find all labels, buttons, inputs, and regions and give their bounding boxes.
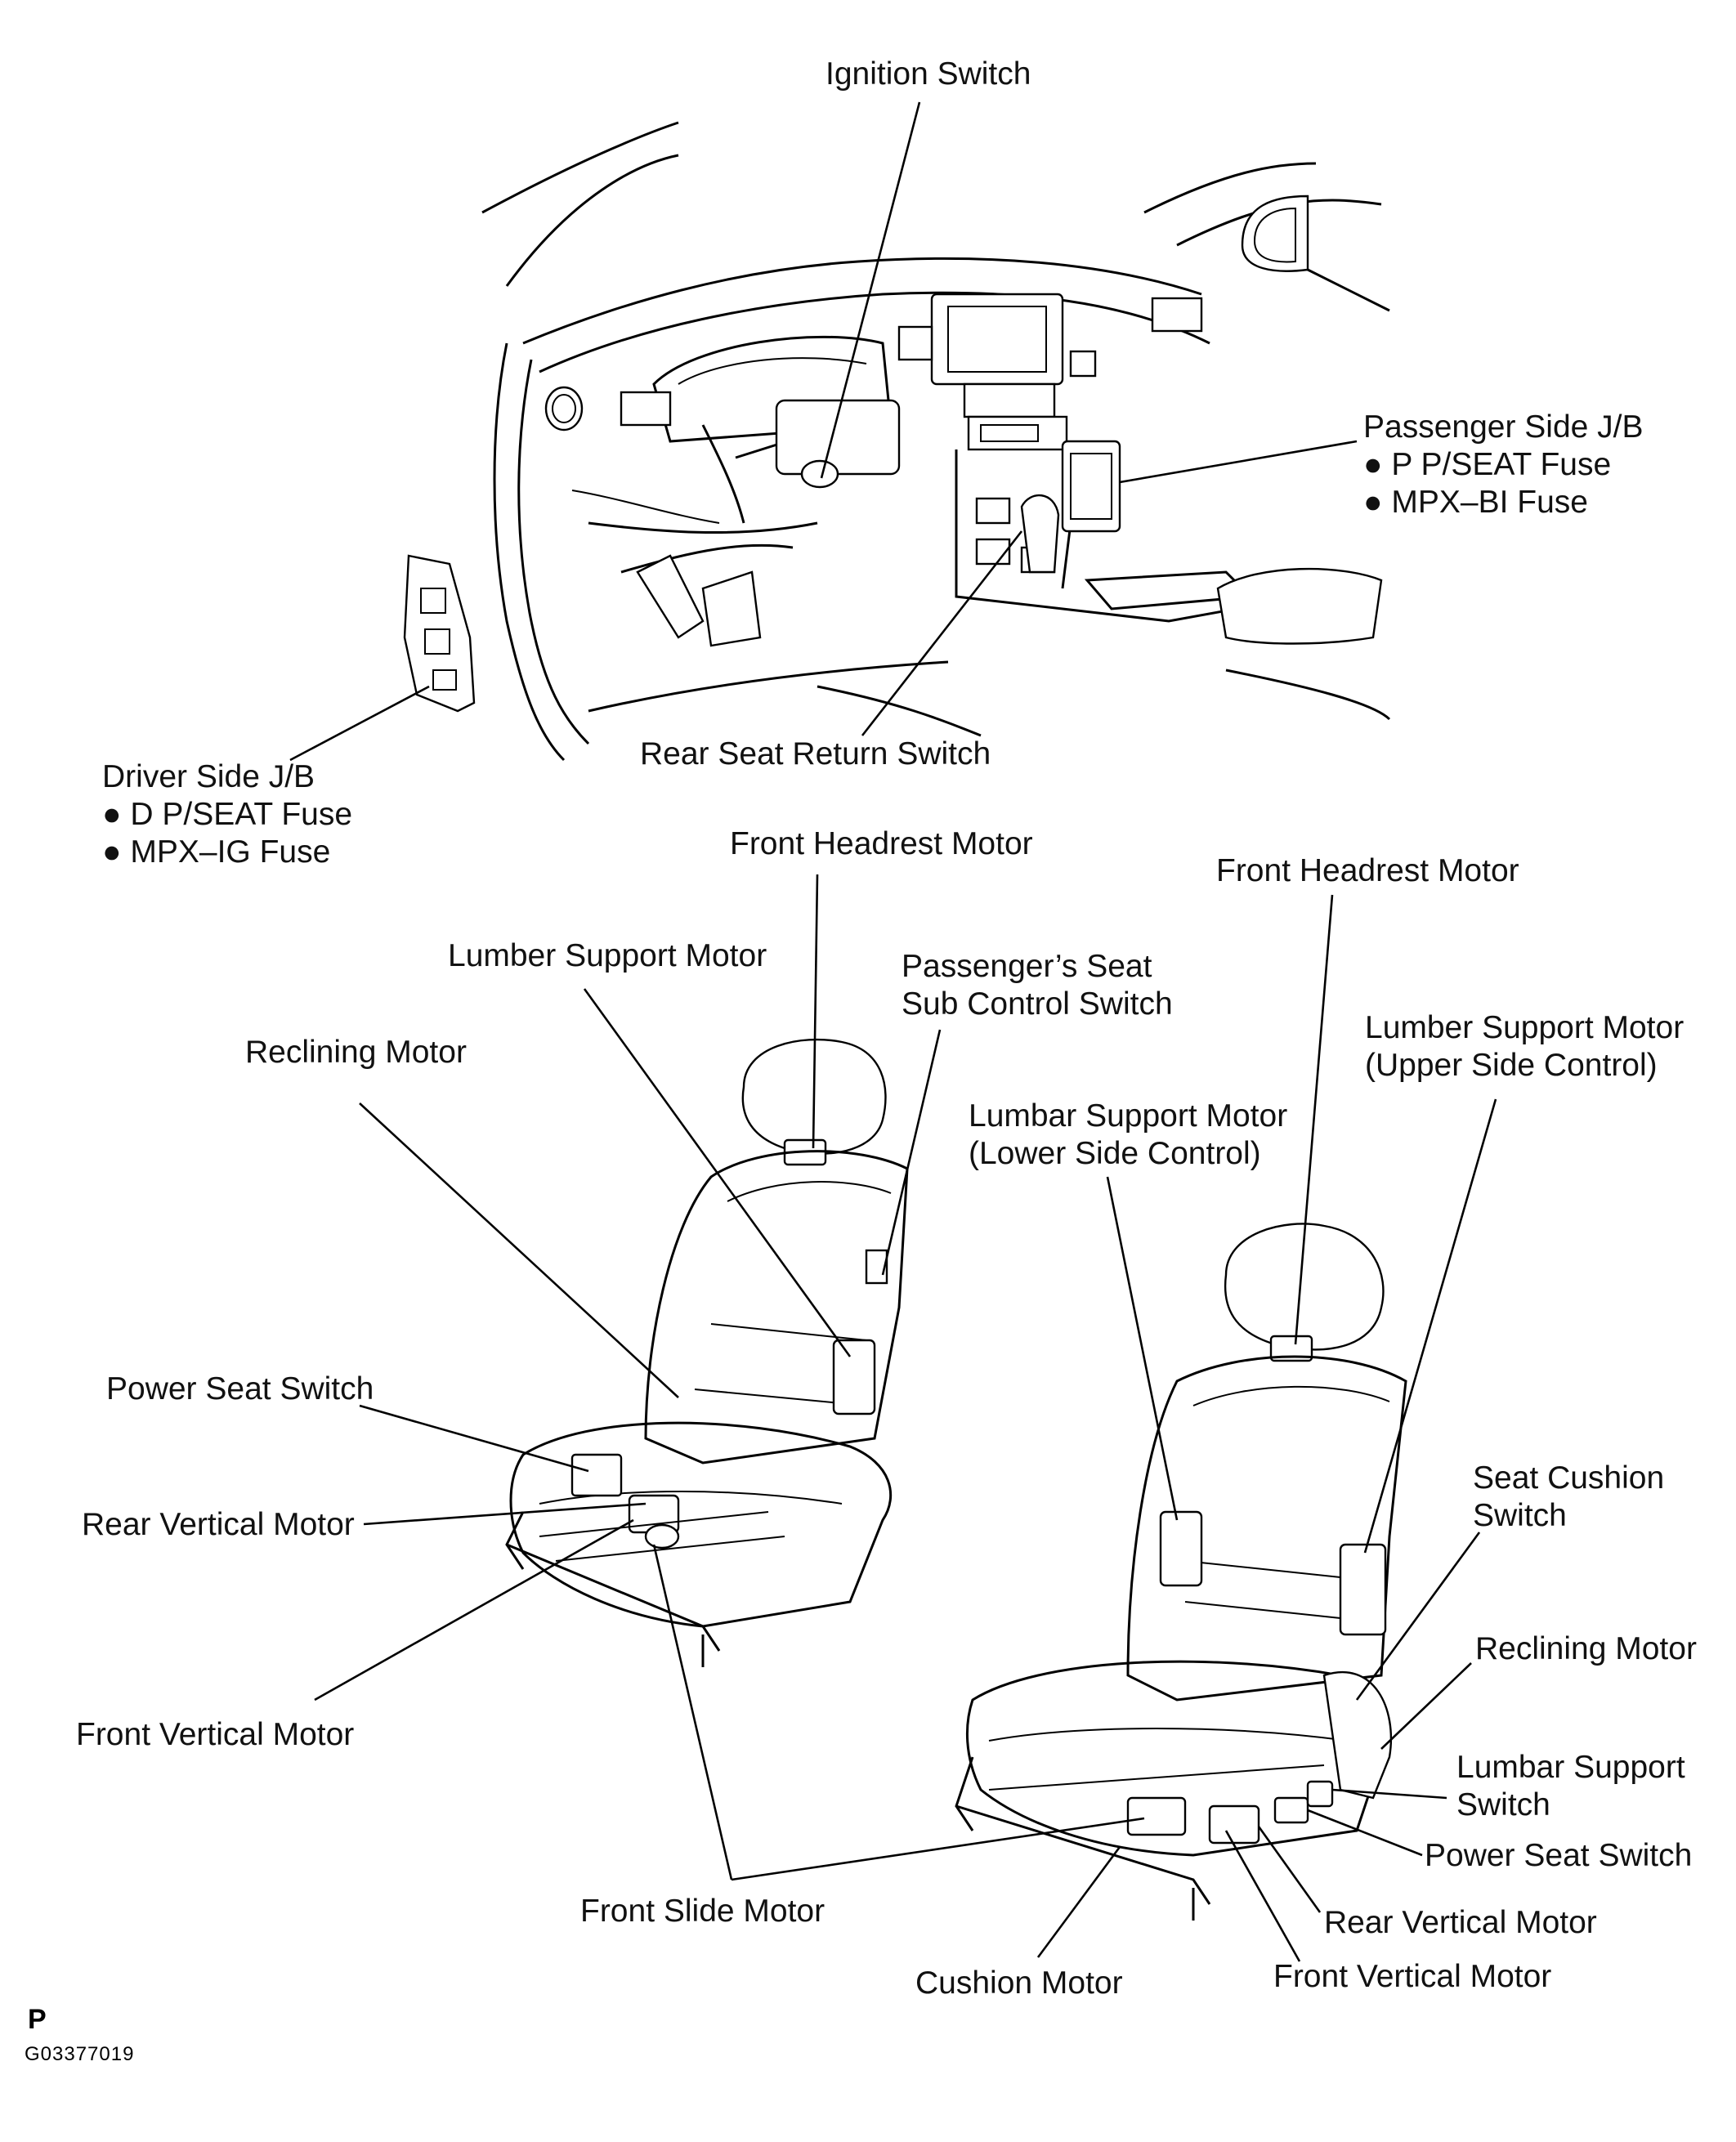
label-text: Seat Cushion (1473, 1460, 1665, 1496)
label-text: Front Headrest Motor (1216, 853, 1519, 888)
label-fuse: ● MPX–BI Fuse (1363, 485, 1588, 520)
right-seat-drawing (955, 1223, 1407, 1921)
label-text: Power Seat Switch (1425, 1838, 1693, 1873)
label-fuse: ● MPX–IG Fuse (102, 834, 331, 870)
label-fuse: ● P P/SEAT Fuse (1363, 447, 1612, 482)
label-text: Rear Seat Return Switch (640, 736, 991, 771)
label-lumbar-support-switch: Lumbar Support Switch (1456, 1749, 1685, 1824)
label-right-front-vertical-motor: Front Vertical Motor (1273, 1958, 1551, 1996)
label-right-power-seat-switch: Power Seat Switch (1425, 1837, 1692, 1875)
label-text: Switch (1456, 1787, 1550, 1822)
label-text: Power Seat Switch (106, 1371, 374, 1406)
label-driver-side-jb: Driver Side J/B ● D P/SEAT Fuse ● MPX–IG… (102, 758, 352, 871)
label-text: Lumber Support Motor (448, 938, 767, 973)
label-text: Rear Vertical Motor (1324, 1905, 1597, 1940)
leader-lines (289, 101, 1497, 1962)
label-text: Front Vertical Motor (1273, 1959, 1552, 1994)
label-text: Reclining Motor (1475, 1631, 1697, 1666)
label-text: Lumber Support Motor (1365, 1010, 1685, 1045)
label-text: Front Vertical Motor (76, 1717, 355, 1752)
dashboard-drawing (481, 121, 1391, 762)
label-passenger-side-jb: Passenger Side J/B ● P P/SEAT Fuse ● MPX… (1363, 409, 1644, 521)
label-left-power-seat-switch: Power Seat Switch (106, 1371, 374, 1408)
label-seat-cushion-switch: Seat Cushion Switch (1473, 1460, 1664, 1535)
label-text: Lumbar Support Motor (969, 1098, 1288, 1134)
label-ignition-switch: Ignition Switch (825, 56, 1031, 93)
label-right-rear-vertical-motor: Rear Vertical Motor (1324, 1904, 1597, 1942)
label-title: Passenger Side J/B (1363, 409, 1644, 445)
label-right-reclining-motor: Reclining Motor (1475, 1630, 1697, 1668)
label-text: Front Slide Motor (580, 1894, 825, 1929)
left-seat-drawing (505, 1038, 909, 1667)
label-text: Passenger’s Seat (902, 949, 1152, 984)
label-right-front-headrest-motor: Front Headrest Motor (1216, 852, 1519, 890)
label-rear-seat-return-switch: Rear Seat Return Switch (640, 736, 991, 773)
label-front-slide-motor: Front Slide Motor (580, 1893, 825, 1930)
label-lumber-support-motor-upper: Lumber Support Motor (Upper Side Control… (1365, 1009, 1684, 1084)
label-lumbar-support-motor-lower: Lumbar Support Motor (Lower Side Control… (969, 1098, 1287, 1173)
label-text: Reclining Motor (245, 1035, 467, 1070)
label-text: Sub Control Switch (902, 986, 1173, 1022)
label-left-front-headrest-motor: Front Headrest Motor (730, 825, 1033, 863)
footer-mark: P (28, 2004, 47, 2035)
label-left-reclining-motor: Reclining Motor (245, 1034, 467, 1071)
driver-jb-drawing (403, 554, 476, 713)
label-title: Driver Side J/B (102, 759, 315, 794)
label-text: Lumbar Support (1456, 1750, 1685, 1785)
label-passengers-seat-sub-control-switch: Passenger’s Seat Sub Control Switch (902, 948, 1173, 1023)
label-text: Switch (1473, 1498, 1567, 1533)
label-left-front-vertical-motor: Front Vertical Motor (76, 1716, 354, 1754)
label-text: Cushion Motor (915, 1965, 1123, 2001)
label-fuse: ● D P/SEAT Fuse (102, 797, 353, 832)
label-left-rear-vertical-motor: Rear Vertical Motor (82, 1506, 355, 1544)
label-left-lumber-support-motor: Lumber Support Motor (448, 937, 767, 975)
label-text: Rear Vertical Motor (82, 1507, 355, 1542)
label-text: (Upper Side Control) (1365, 1048, 1658, 1083)
label-cushion-motor: Cushion Motor (915, 1965, 1123, 2002)
label-text: Ignition Switch (825, 56, 1031, 92)
figure-code: G03377019 (25, 2043, 135, 2065)
label-text: Front Headrest Motor (730, 826, 1033, 861)
label-text: (Lower Side Control) (969, 1136, 1261, 1171)
